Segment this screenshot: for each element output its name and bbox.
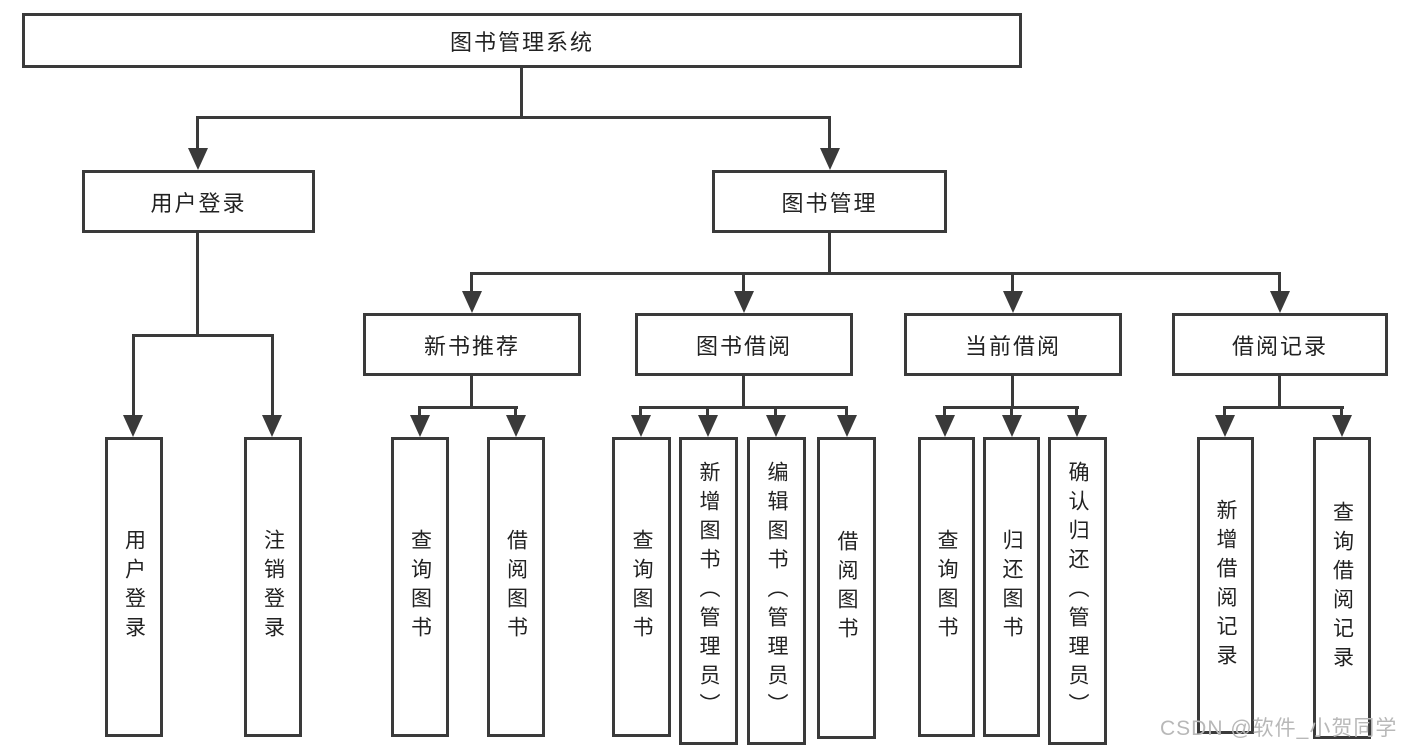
node-root-label: 图书管理系统: [449, 29, 594, 55]
connector-borrow-record-stem: [1278, 376, 1281, 409]
arrow-to-bb-add: [698, 415, 718, 437]
connector-br-leaf1-drop: [1223, 406, 1226, 418]
node-root: 图书管理系统: [22, 13, 1022, 68]
connector-cb-leaf2-drop: [1010, 406, 1013, 418]
leaf-current-confirm-admin-label: 确认归还（管理员）: [1066, 460, 1089, 722]
leaf-record-query: 查询借阅记录: [1313, 437, 1371, 739]
arrow-to-nb-borrow: [506, 415, 526, 437]
node-current-borrow: 当前借阅: [904, 313, 1122, 376]
leaf-newbook-borrow-label: 借阅图书: [504, 529, 528, 645]
connector-borrow-record-rail: [1224, 406, 1344, 409]
leaf-newbook-query: 查询图书: [391, 437, 449, 737]
arrow-to-current-borrow: [1003, 291, 1023, 313]
leaf-borrow-add-admin: 新增图书（管理员）: [679, 437, 738, 745]
leaf-borrow-query-label: 查询图书: [630, 529, 653, 645]
connector-level2-rail: [197, 116, 831, 119]
leaf-current-confirm-admin: 确认归还（管理员）: [1048, 437, 1107, 745]
node-borrow-record: 借阅记录: [1172, 313, 1388, 376]
connector-borrow-record-drop: [1278, 272, 1281, 294]
leaf-logout-label: 注销登录: [261, 529, 285, 645]
leaf-user-login-label: 用户登录: [122, 529, 146, 645]
connector-book-mgmt-stem: [828, 233, 831, 275]
leaf-record-query-label: 查询借阅记录: [1330, 501, 1354, 675]
leaf-borrow-edit-admin-label: 编辑图书（管理员）: [765, 460, 788, 722]
node-new-book-label: 新书推荐: [423, 333, 520, 359]
leaf-record-add-label: 新增借阅记录: [1214, 498, 1237, 673]
leaf-logout: 注销登录: [244, 437, 302, 737]
arrow-to-bb-edit: [766, 415, 786, 437]
node-book-mgmt: 图书管理: [712, 170, 947, 233]
connector-bb-leaf1-drop: [639, 406, 642, 418]
node-book-mgmt-label: 图书管理: [781, 190, 878, 216]
arrow-to-bb-borrow: [837, 415, 857, 437]
connector-current-borrow-drop: [1011, 272, 1014, 294]
connector-bb-leaf2-drop: [706, 406, 709, 418]
connector-nb-leaf1-drop: [418, 406, 421, 418]
node-new-book: 新书推荐: [363, 313, 581, 376]
connector-br-leaf2-drop: [1340, 406, 1343, 418]
connector-new-book-rail: [419, 406, 518, 409]
node-borrow-record-label: 借阅记录: [1231, 333, 1328, 359]
connector-new-book-stem: [470, 376, 473, 409]
arrow-to-cb-confirm: [1067, 415, 1087, 437]
arrow-to-br-query: [1332, 415, 1352, 437]
leaf-borrow-edit-admin: 编辑图书（管理员）: [747, 437, 806, 745]
connector-nb-leaf2-drop: [514, 406, 517, 418]
leaf-newbook-query-label: 查询图书: [408, 529, 432, 645]
leaf-record-add: 新增借阅记录: [1197, 437, 1254, 734]
connector-ul-leaf2-drop: [271, 334, 274, 418]
connector-user-login-drop: [196, 116, 199, 152]
leaf-user-login: 用户登录: [105, 437, 163, 737]
connector-book-borrow-rail: [640, 406, 848, 409]
connector-bb-leaf4-drop: [845, 406, 848, 418]
connector-book-borrow-drop: [742, 272, 745, 294]
arrow-to-ul-logout: [262, 415, 282, 437]
node-book-borrow: 图书借阅: [635, 313, 853, 376]
leaf-borrow-borrow-label: 借阅图书: [835, 530, 858, 646]
connector-current-borrow-stem: [1011, 376, 1014, 409]
connector-cb-leaf1-drop: [943, 406, 946, 418]
leaf-borrow-add-admin-label: 新增图书（管理员）: [697, 460, 720, 722]
leaf-current-return: 归还图书: [983, 437, 1040, 737]
connector-user-login-stem: [196, 233, 199, 337]
connector-book-mgmt-drop: [828, 116, 831, 152]
connector-root-stem: [520, 68, 523, 119]
arrow-to-new-book: [462, 291, 482, 313]
arrow-to-cb-query: [935, 415, 955, 437]
connector-book-borrow-stem: [742, 376, 745, 409]
arrow-to-borrow-record: [1270, 291, 1290, 313]
connector-cb-leaf3-drop: [1075, 406, 1078, 418]
leaf-current-query-label: 查询图书: [935, 529, 958, 645]
leaf-borrow-borrow: 借阅图书: [817, 437, 876, 739]
csdn-watermark: CSDN @软件_小贺同学: [1160, 717, 1398, 740]
node-user-login: 用户登录: [82, 170, 315, 233]
arrow-to-nb-query: [410, 415, 430, 437]
node-book-borrow-label: 图书借阅: [695, 333, 792, 359]
leaf-newbook-borrow: 借阅图书: [487, 437, 545, 737]
arrow-to-user-login: [188, 148, 208, 170]
connector-bb-leaf3-drop: [774, 406, 777, 418]
arrow-to-book-mgmt: [820, 148, 840, 170]
connector-ul-leaf1-drop: [132, 334, 135, 418]
leaf-borrow-query: 查询图书: [612, 437, 671, 737]
arrow-to-br-add: [1215, 415, 1235, 437]
leaf-current-query: 查询图书: [918, 437, 975, 737]
node-user-login-label: 用户登录: [150, 190, 247, 216]
arrow-to-bb-query: [631, 415, 651, 437]
connector-user-login-rail: [132, 334, 273, 337]
arrow-to-book-borrow: [734, 291, 754, 313]
arrow-to-ul-user-login: [123, 415, 143, 437]
connector-level3-rail: [471, 272, 1281, 275]
arrow-to-cb-return: [1002, 415, 1022, 437]
leaf-current-return-label: 归还图书: [1000, 529, 1023, 645]
node-current-borrow-label: 当前借阅: [964, 333, 1061, 359]
connector-new-book-drop: [470, 272, 473, 294]
